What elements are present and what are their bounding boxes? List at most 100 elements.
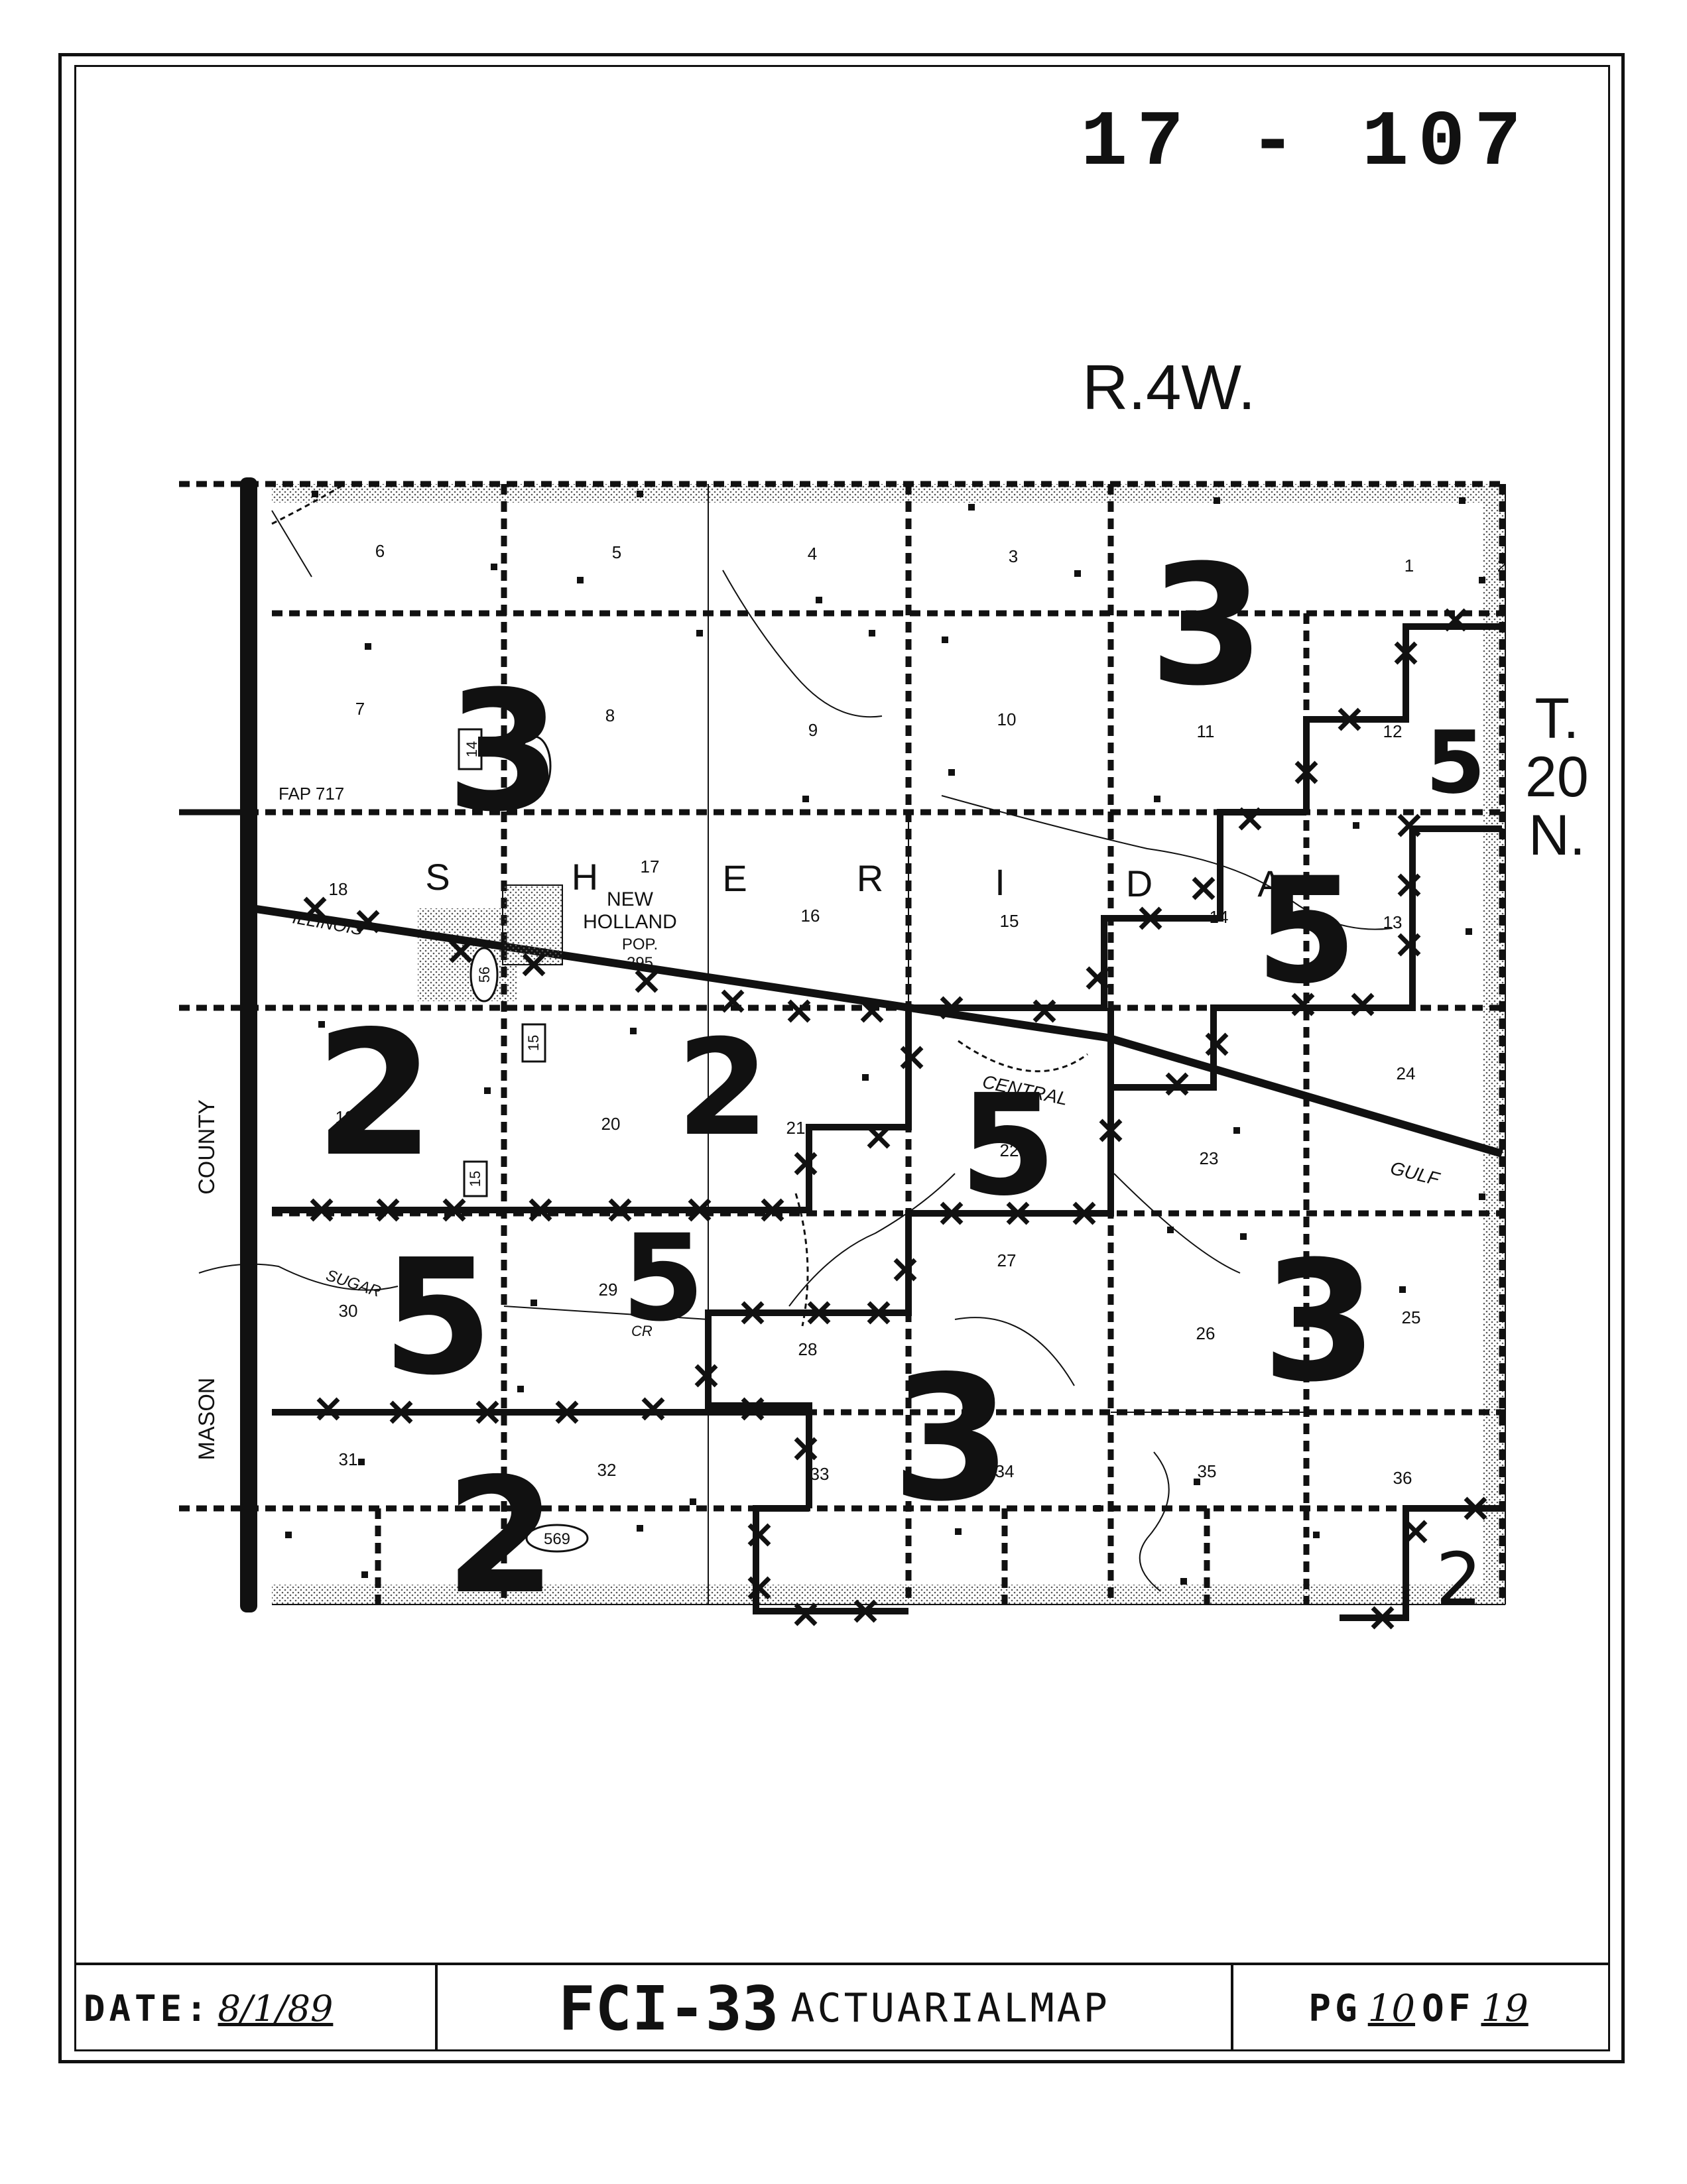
section-22: 22 (1000, 1140, 1019, 1160)
section-19: 19 (336, 1107, 355, 1127)
zone-rating: 5 (960, 1064, 1056, 1227)
boundary-x-marks (303, 608, 1487, 1630)
county-name-mason: MASON (194, 1378, 219, 1461)
section-17: 17 (641, 857, 660, 877)
township-number: 20 (1525, 745, 1589, 809)
section-13: 13 (1383, 912, 1403, 932)
section-15: 15 (1000, 911, 1019, 931)
page-label: PG (1308, 1986, 1361, 2030)
township-t: T. (1534, 687, 1580, 751)
township-letter-h: H (572, 856, 598, 898)
section-32: 32 (597, 1460, 617, 1480)
township-letter-s: S (425, 856, 450, 898)
section-29: 29 (599, 1280, 618, 1300)
section-numbers: 1 2 3 4 5 6 7 8 9 10 11 12 13 14 15 16 1… (329, 541, 1507, 1488)
section-30: 30 (339, 1301, 358, 1321)
section-25: 25 (1402, 1307, 1421, 1327)
section-24: 24 (1397, 1063, 1416, 1083)
section-31: 31 (339, 1449, 358, 1469)
place-line1: NEW (607, 888, 654, 910)
date-cell: DATE: 8/1/89 (74, 1965, 438, 2051)
section-7: 7 (355, 699, 365, 719)
footer-bar: DATE: 8/1/89 FCI-33 ACTUARIALMAP PG 10 O… (74, 1963, 1610, 2051)
route-15-north: 15 (525, 1035, 542, 1051)
section-18: 18 (329, 879, 348, 899)
zone-rating: 5 (1255, 846, 1357, 1016)
railroad-label-illinois: ILLINOIS (291, 907, 365, 939)
section-12: 12 (1383, 721, 1403, 741)
section-8: 8 (605, 705, 615, 725)
page-number: 10 (1367, 1986, 1415, 2030)
section-5: 5 (612, 542, 621, 562)
route-fap-717: FAP 717 (279, 784, 344, 804)
section-23: 23 (1200, 1148, 1219, 1168)
railroad-label-gulf: GULF (1389, 1158, 1443, 1190)
place-line3: POP. (622, 936, 658, 953)
section-1: 1 (1405, 556, 1414, 576)
section-34: 34 (995, 1461, 1015, 1481)
date-value: 8/1/89 (218, 1987, 334, 2030)
dashed-railroad (271, 483, 1088, 1327)
section-36: 36 (1393, 1468, 1412, 1488)
section-10: 10 (997, 709, 1017, 729)
route-56: 56 (476, 967, 493, 983)
township-letter-d: D (1126, 863, 1153, 904)
range-label: R.4W. (1082, 352, 1256, 423)
section-grid-thin (272, 484, 1506, 1605)
township-name: S H E R I D A (425, 856, 1282, 904)
outer-frame (58, 53, 1625, 2063)
section-33: 33 (810, 1464, 830, 1484)
zone-rating: 5 (621, 1209, 704, 1348)
township-letter-a: A (1257, 863, 1282, 904)
section-35: 35 (1198, 1461, 1217, 1481)
route-markers: FAP 717 14 560 56 15 15 569 (279, 728, 589, 1553)
rating-zones: 3 3 5 5 2 2 5 5 5 3 3 2 2 (315, 529, 1486, 1629)
form-title: ACTUARIALMAP (790, 1985, 1110, 2032)
page-total: 19 (1481, 1986, 1529, 2030)
route-14: 14 (464, 741, 480, 757)
page-of: OF (1422, 1986, 1475, 2030)
section-3: 3 (1009, 546, 1018, 566)
section-20: 20 (601, 1114, 621, 1134)
map-border-stipple (272, 484, 1505, 1605)
route-15-south: 15 (467, 1171, 483, 1187)
county-label: COUNTY (194, 1099, 219, 1195)
town-new-holland (502, 884, 563, 965)
township-letter-i: I (995, 861, 1005, 903)
township-n: N. (1528, 804, 1586, 867)
zone-rating: 3 (446, 655, 562, 848)
zone-rating: 5 (383, 1225, 493, 1410)
route-569: 569 (544, 1530, 570, 1548)
streams (198, 510, 1393, 1592)
page-cell: PG 10 OF 19 (1233, 1965, 1610, 2051)
section-2: 2 (1497, 556, 1507, 576)
section-28: 28 (798, 1339, 818, 1359)
county-labels: COUNTY MASON (194, 1099, 219, 1460)
section-21: 21 (786, 1118, 806, 1138)
route-560: 560 (527, 754, 543, 778)
inner-frame (74, 65, 1610, 2051)
place-label: NEW HOLLAND POP. 295 (583, 888, 677, 972)
zone-rating: 2 (676, 1011, 769, 1166)
section-14: 14 (1210, 907, 1229, 927)
zone-rating: 2 (446, 1443, 556, 1629)
zone-rating: 2 (1436, 1537, 1482, 1622)
railroad (251, 904, 1503, 1158)
section-9: 9 (808, 720, 818, 740)
dwelling-marks (285, 491, 1485, 1585)
township-letter-e: E (722, 857, 747, 899)
township-letter-r: R (857, 857, 883, 899)
section-11: 11 (1197, 721, 1215, 741)
section-27: 27 (997, 1250, 1017, 1270)
zone-boundaries (272, 623, 1502, 1621)
creek-label-sugar: SUGAR (324, 1266, 383, 1301)
zone-rating: 2 (315, 995, 435, 1195)
section-26: 26 (1196, 1323, 1216, 1343)
place-population: 295 (627, 954, 653, 972)
section-16: 16 (801, 906, 820, 926)
place-line2: HOLLAND (583, 911, 677, 933)
zone-rating: 3 (892, 1339, 1012, 1540)
township-label: T. 20 N. (1525, 690, 1589, 865)
map-id: 17 - 107 (1080, 99, 1531, 188)
